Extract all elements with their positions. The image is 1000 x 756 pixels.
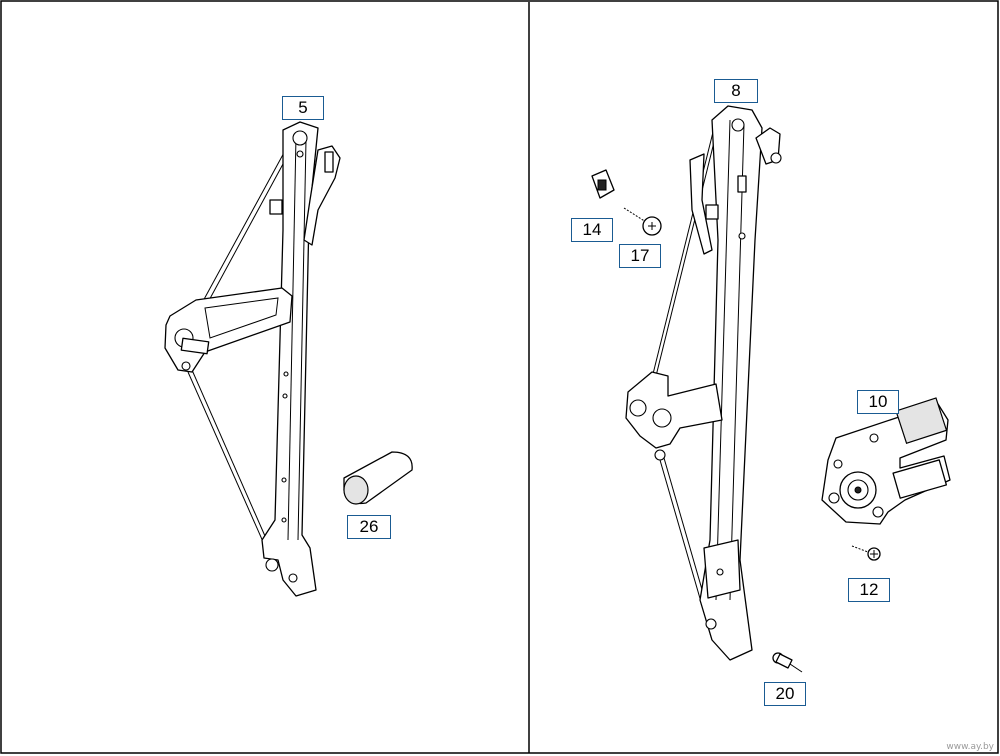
rivet-20 [772,652,803,673]
window-regulator-right [625,105,782,661]
window-motor [821,397,951,525]
callout-14: 14 [571,218,613,242]
callout-26: 26 [347,515,391,539]
window-regulator-left [164,121,341,597]
callout-20: 20 [764,682,806,706]
callout-5: 5 [282,96,324,120]
callout-12: 12 [848,578,890,602]
callout-10: 10 [857,390,899,414]
watermark: www.ay.by [946,742,994,752]
rubber-cap [343,451,413,505]
screw-17 [623,207,662,236]
clip-nut [591,169,615,199]
callout-17: 17 [619,244,661,268]
screw-12 [851,545,881,561]
callout-8: 8 [714,79,758,103]
